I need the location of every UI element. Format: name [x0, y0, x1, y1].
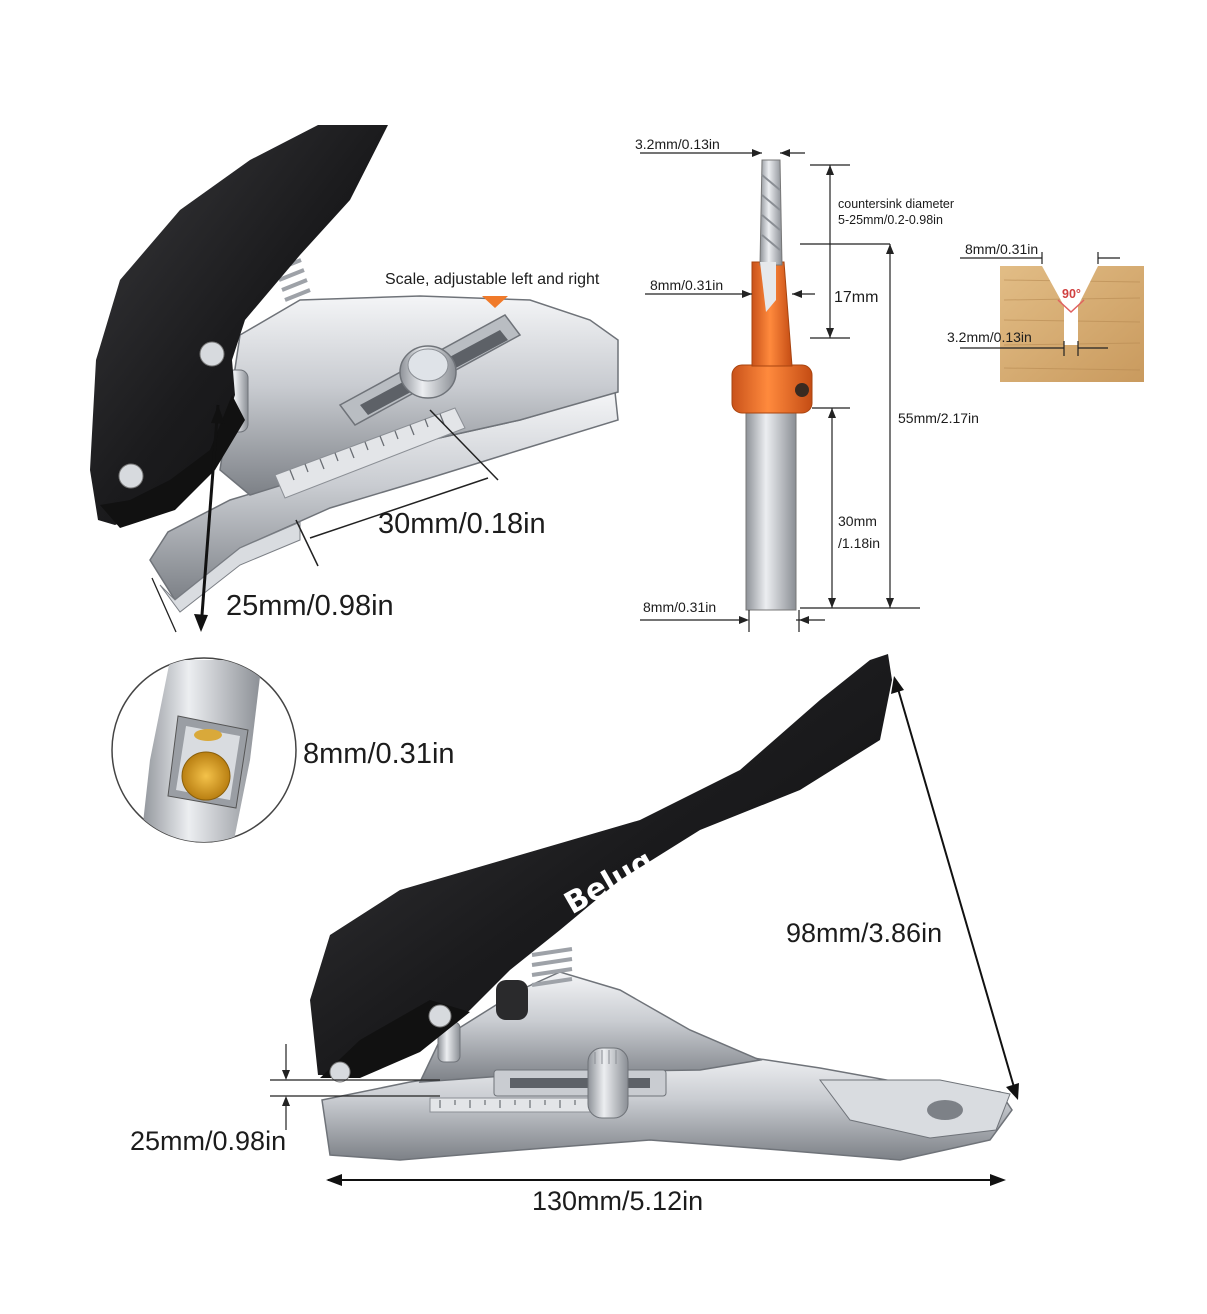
handle-height-label: 98mm/3.86in: [786, 918, 943, 948]
bit-total-label: 55mm/2.17in: [898, 410, 979, 426]
bit-shank-a-label: 30mm: [838, 513, 877, 529]
bit-17-label: 17mm: [834, 289, 879, 306]
punch-full: [270, 654, 1019, 1186]
wood-section: [960, 252, 1144, 382]
wood-bottom-label: 3.2mm/0.13in: [947, 329, 1032, 345]
wood-top-label: 8mm/0.31in: [965, 241, 1039, 257]
wood-angle-label: 90°: [1062, 287, 1081, 301]
countersink-range-label: 5-25mm/0.2-0.98in: [838, 213, 943, 227]
bit-collar-label: 8mm/0.31in: [650, 277, 724, 293]
hole-diameter-label: 8mm/0.31in: [303, 738, 455, 770]
countersink-bit: [640, 149, 920, 632]
bit-shank-b-label: /1.18in: [838, 535, 881, 551]
top-depth-label: 25mm/0.98in: [226, 590, 394, 622]
hole-detail: [111, 657, 297, 843]
total-length-label: 130mm/5.12in: [532, 1186, 704, 1216]
punch-top-closeup: [90, 125, 619, 633]
countersink-title-label: countersink diameter: [838, 197, 955, 211]
top-width-label: 30mm/0.18in: [378, 508, 546, 540]
scale-note-label: Scale, adjustable left and right: [385, 271, 600, 288]
base-thickness-label: 25mm/0.98in: [130, 1126, 287, 1156]
bit-tip-label: 3.2mm/0.13in: [635, 136, 720, 152]
bit-shank-dia-label: 8mm/0.31in: [643, 599, 717, 615]
